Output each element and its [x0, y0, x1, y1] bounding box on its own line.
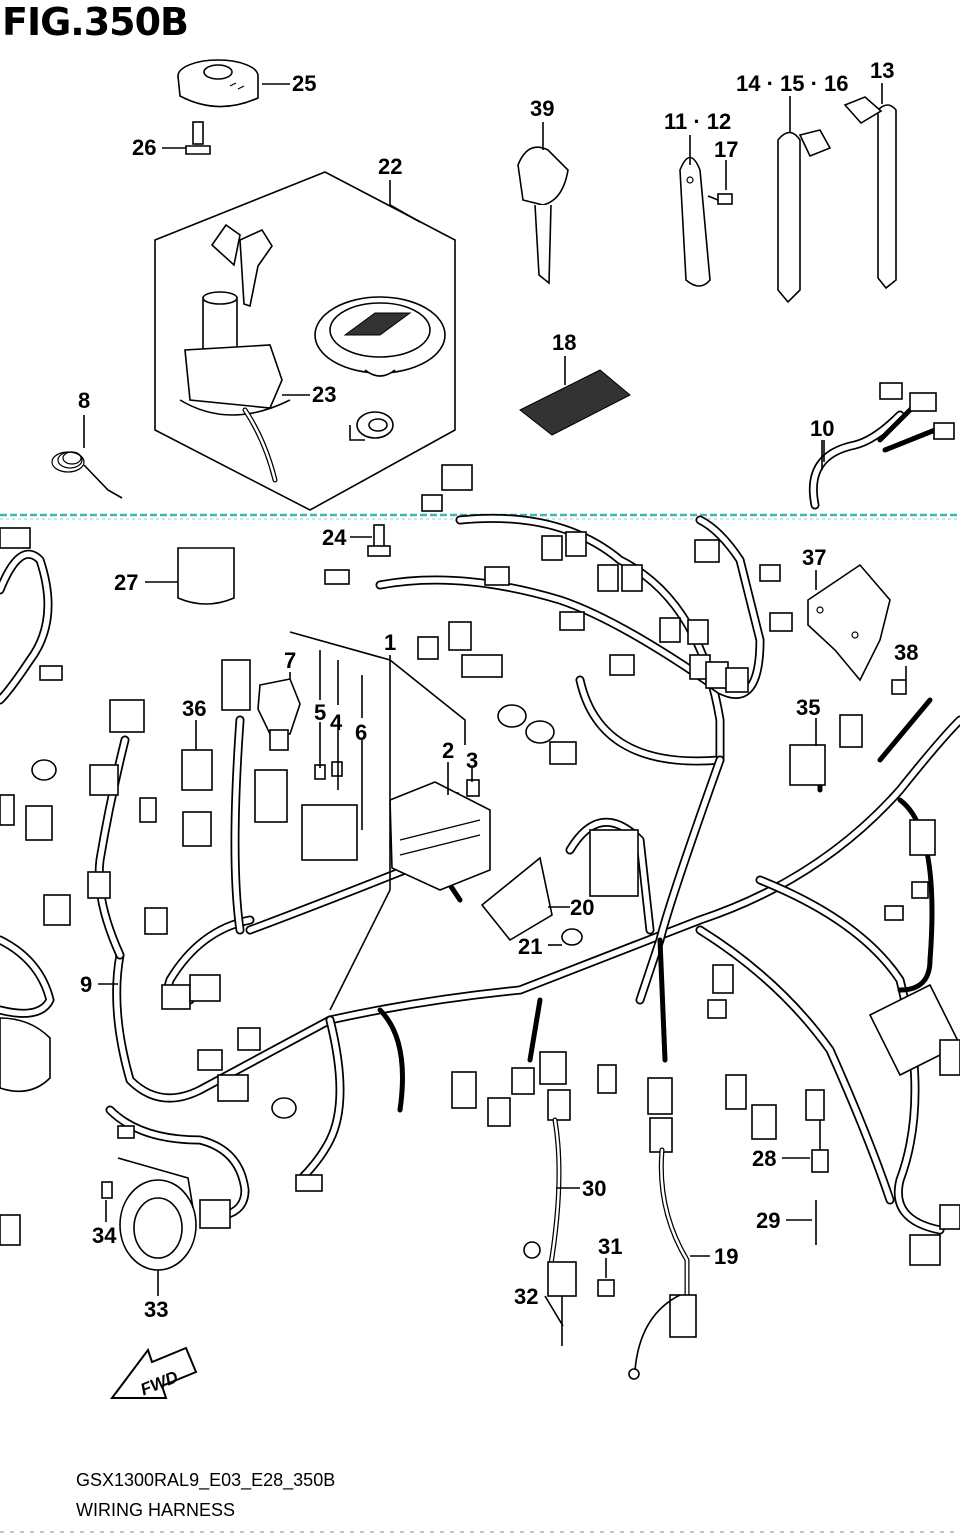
clamp-strap-part [843, 83, 897, 290]
callout-19: 19 [714, 1244, 739, 1269]
callout-7: 7 [284, 648, 297, 673]
callout-13: 13 [870, 58, 895, 83]
callout-27: 27 [114, 570, 139, 595]
callout-6: 6 [355, 720, 368, 745]
callout-29: 29 [756, 1208, 781, 1233]
callout-28: 28 [752, 1146, 777, 1171]
clamp-part [679, 135, 733, 287]
callout-30: 30 [582, 1176, 607, 1201]
figure-title: FIG.350B [2, 0, 189, 44]
callout-39: 39 [530, 96, 555, 121]
ignition-cover-part [177, 59, 290, 108]
sub-harness-part [808, 382, 955, 510]
callout-11-12: 11 · 12 [664, 109, 732, 134]
bracket-part [807, 563, 907, 695]
callout-38: 38 [894, 640, 919, 665]
callout-25: 25 [292, 71, 317, 96]
fwd-arrow: FWD [110, 1346, 198, 1399]
spring-part [51, 415, 123, 499]
brake-switch-part [523, 1117, 615, 1346]
callout-34: 34 [92, 1223, 117, 1248]
fuse-bracket-part [480, 856, 583, 946]
callout-31: 31 [598, 1234, 623, 1259]
callout-9: 9 [80, 972, 93, 997]
callout-8: 8 [78, 388, 91, 413]
callout-2: 2 [442, 738, 455, 763]
cover-bolt-part [162, 121, 211, 155]
ignition-switch-part [179, 223, 310, 483]
harness-connectors [0, 524, 960, 1266]
lock-set-box [154, 171, 456, 511]
leader-lines [98, 440, 823, 1011]
horn-part [101, 1157, 197, 1296]
fuel-cap-part [314, 296, 446, 377]
diagram-subtitle: WIRING HARNESS [76, 1500, 236, 1520]
callout-20: 20 [570, 895, 595, 920]
callout-18: 18 [552, 330, 577, 355]
callout-22: 22 [378, 154, 403, 179]
callout-17: 17 [714, 137, 739, 162]
model-code: GSX1300RAL9_E03_E28_350B [76, 1470, 336, 1490]
callout-26: 26 [132, 135, 157, 160]
sensor-part [782, 1120, 829, 1245]
callout-10: 10 [810, 416, 835, 441]
callout-33: 33 [144, 1297, 169, 1322]
callout-1: 1 [384, 630, 397, 655]
callout-32: 32 [514, 1284, 539, 1309]
callout-35: 35 [796, 695, 821, 720]
clamp-band-part [777, 96, 832, 304]
sub-lead-part [628, 1147, 710, 1380]
seat-lock-part [349, 411, 394, 441]
callout-24: 24 [322, 525, 347, 550]
callout-3: 3 [466, 748, 479, 773]
top-connectors [0, 464, 473, 549]
callout-23: 23 [312, 382, 337, 407]
callout-36: 36 [182, 696, 207, 721]
pad-part [519, 356, 631, 436]
callout-37: 37 [802, 545, 827, 570]
callout-4: 4 [330, 710, 343, 735]
main-wiring-harness [0, 513, 960, 1235]
key-part [517, 122, 569, 285]
callout-21: 21 [518, 934, 543, 959]
callout-5: 5 [314, 700, 327, 725]
callout-14-15-16: 14 · 15 · 16 [736, 71, 849, 96]
